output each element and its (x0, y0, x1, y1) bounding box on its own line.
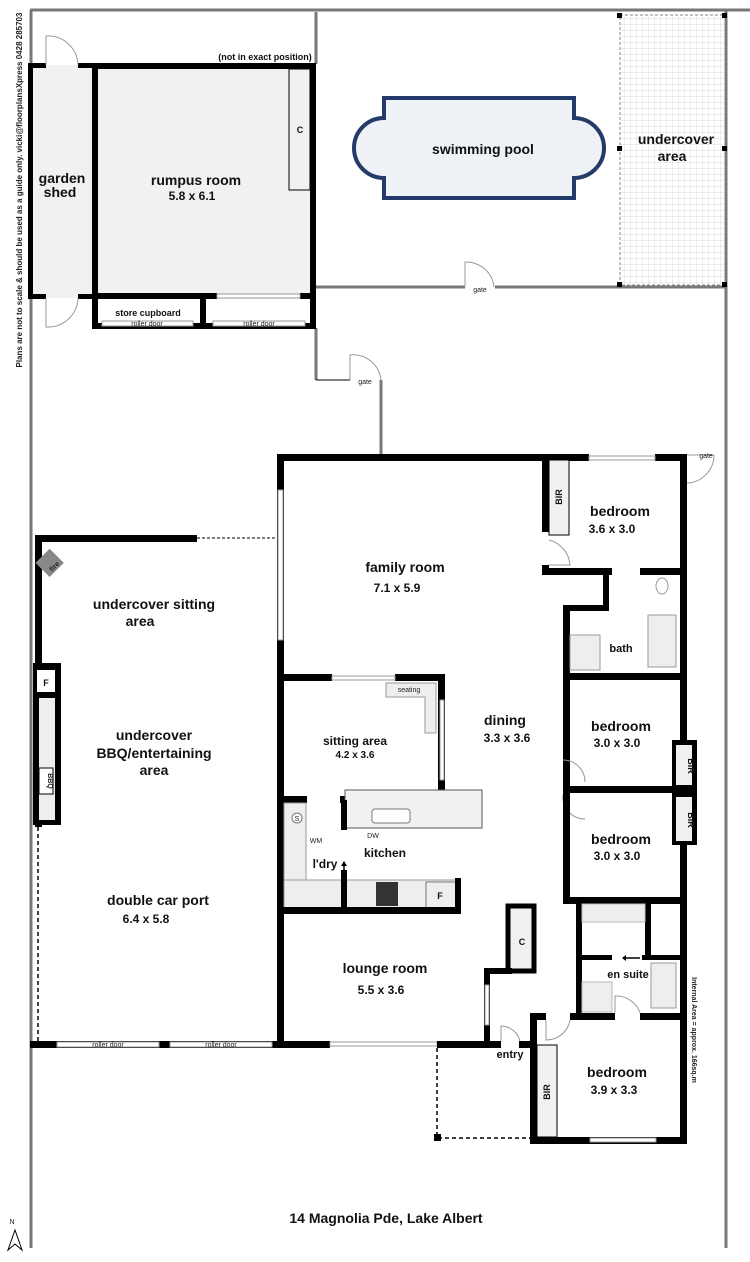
undercover-sitting-label: undercover sitting (93, 596, 215, 612)
lounge-dims: 5.5 x 3.6 (358, 983, 405, 997)
gate-label: gate (699, 453, 713, 460)
roller-door-label: roller door (131, 321, 163, 328)
svg-text:N: N (9, 1219, 14, 1226)
wm-label: WM (310, 838, 323, 845)
bbq-area-label-3: area (140, 762, 169, 778)
garden-shed: garden shed (28, 35, 96, 328)
rumpus-room-dims: 5.8 x 6.1 (169, 189, 216, 203)
garden-shed-label: garden (39, 170, 86, 186)
closet-label: C (297, 125, 304, 135)
entry-label: entry (497, 1049, 525, 1061)
bedroom-dims: 3.6 x 3.0 (589, 522, 636, 536)
dining-label: dining (484, 712, 526, 728)
sink-label: S (295, 816, 300, 823)
property-address: 14 Magnolia Pde, Lake Albert (289, 1210, 483, 1226)
bath-label: bath (609, 643, 633, 655)
kitchen-label: kitchen (364, 846, 406, 860)
master-bedroom-dims: 3.9 x 3.3 (591, 1083, 638, 1097)
bir-label: BIR (542, 1084, 552, 1100)
undercover-label: undercover (638, 131, 715, 147)
bedroom-label: bedroom (590, 503, 650, 519)
internal-area: Internal Area = approx. 166sq.m (690, 977, 697, 1083)
sitting-area-dims: 4.2 x 3.6 (336, 750, 375, 761)
undercover-sitting-label-2: area (126, 613, 155, 629)
house: BIR bedroom 3.6 x 3.0 bath bedroom 3.0 x… (30, 454, 697, 1144)
carport-area: fire F BBQ undercover sitting area under… (33, 535, 277, 1049)
roller-door-label: roller door (205, 1042, 237, 1049)
bedroom-dims: 3.0 x 3.0 (594, 736, 641, 750)
bbq-area-label: undercover (116, 727, 193, 743)
bir-label: BIR (554, 489, 564, 505)
bedroom-dims: 3.0 x 3.0 (594, 849, 641, 863)
seating-label: seating (398, 687, 421, 694)
gate[interactable] (685, 454, 715, 484)
gate[interactable] (464, 261, 495, 288)
bedroom-label: bedroom (591, 718, 651, 734)
fridge-label: F (43, 678, 49, 688)
lounge-label: lounge room (343, 960, 428, 976)
bbq-label: BBQ (46, 773, 53, 789)
pool-label: swimming pool (432, 141, 534, 157)
dw-label: DW (367, 833, 379, 840)
closet-label: C (519, 937, 526, 947)
bbq-area-label-2: BBQ/entertaining (96, 745, 211, 761)
gate[interactable] (349, 354, 382, 381)
bir-label: BIR (686, 758, 696, 774)
swimming-pool: swimming pool (352, 96, 606, 200)
dining-dims: 3.3 x 3.6 (484, 731, 531, 745)
laundry-label: l'dry (313, 857, 338, 871)
gate-label: gate (358, 379, 372, 386)
bir-label: BIR (686, 812, 696, 828)
store-cupboard-label: store cupboard (115, 308, 181, 318)
master-bedroom-label: bedroom (587, 1064, 647, 1080)
roller-door-label: roller door (92, 1042, 124, 1049)
rumpus-room-label: rumpus room (151, 172, 241, 188)
family-room-label: family room (365, 559, 444, 575)
gate-label: gate (473, 287, 487, 294)
carport-label: double car port (107, 892, 209, 908)
carport-dims: 6.4 x 5.8 (123, 912, 170, 926)
roller-door-label: roller door (243, 321, 275, 328)
north-arrow-icon: N (6, 1219, 24, 1252)
undercover-area: undercover area (617, 13, 727, 287)
disclaimer: Plans are not to scale & should be used … (15, 12, 24, 367)
fridge-label: F (437, 891, 443, 901)
garden-shed-label-2: shed (44, 184, 77, 200)
family-room-dims: 7.1 x 5.9 (374, 581, 421, 595)
sitting-area-label: sitting area (323, 734, 387, 748)
rumpus-room: C (not in exact position) rumpus room 5.… (92, 52, 316, 329)
bedroom-label: bedroom (591, 831, 651, 847)
en-suite-label: en suite (607, 969, 649, 981)
position-note: (not in exact position) (218, 52, 312, 62)
entry-door[interactable] (500, 1025, 521, 1042)
undercover-label-2: area (658, 148, 687, 164)
